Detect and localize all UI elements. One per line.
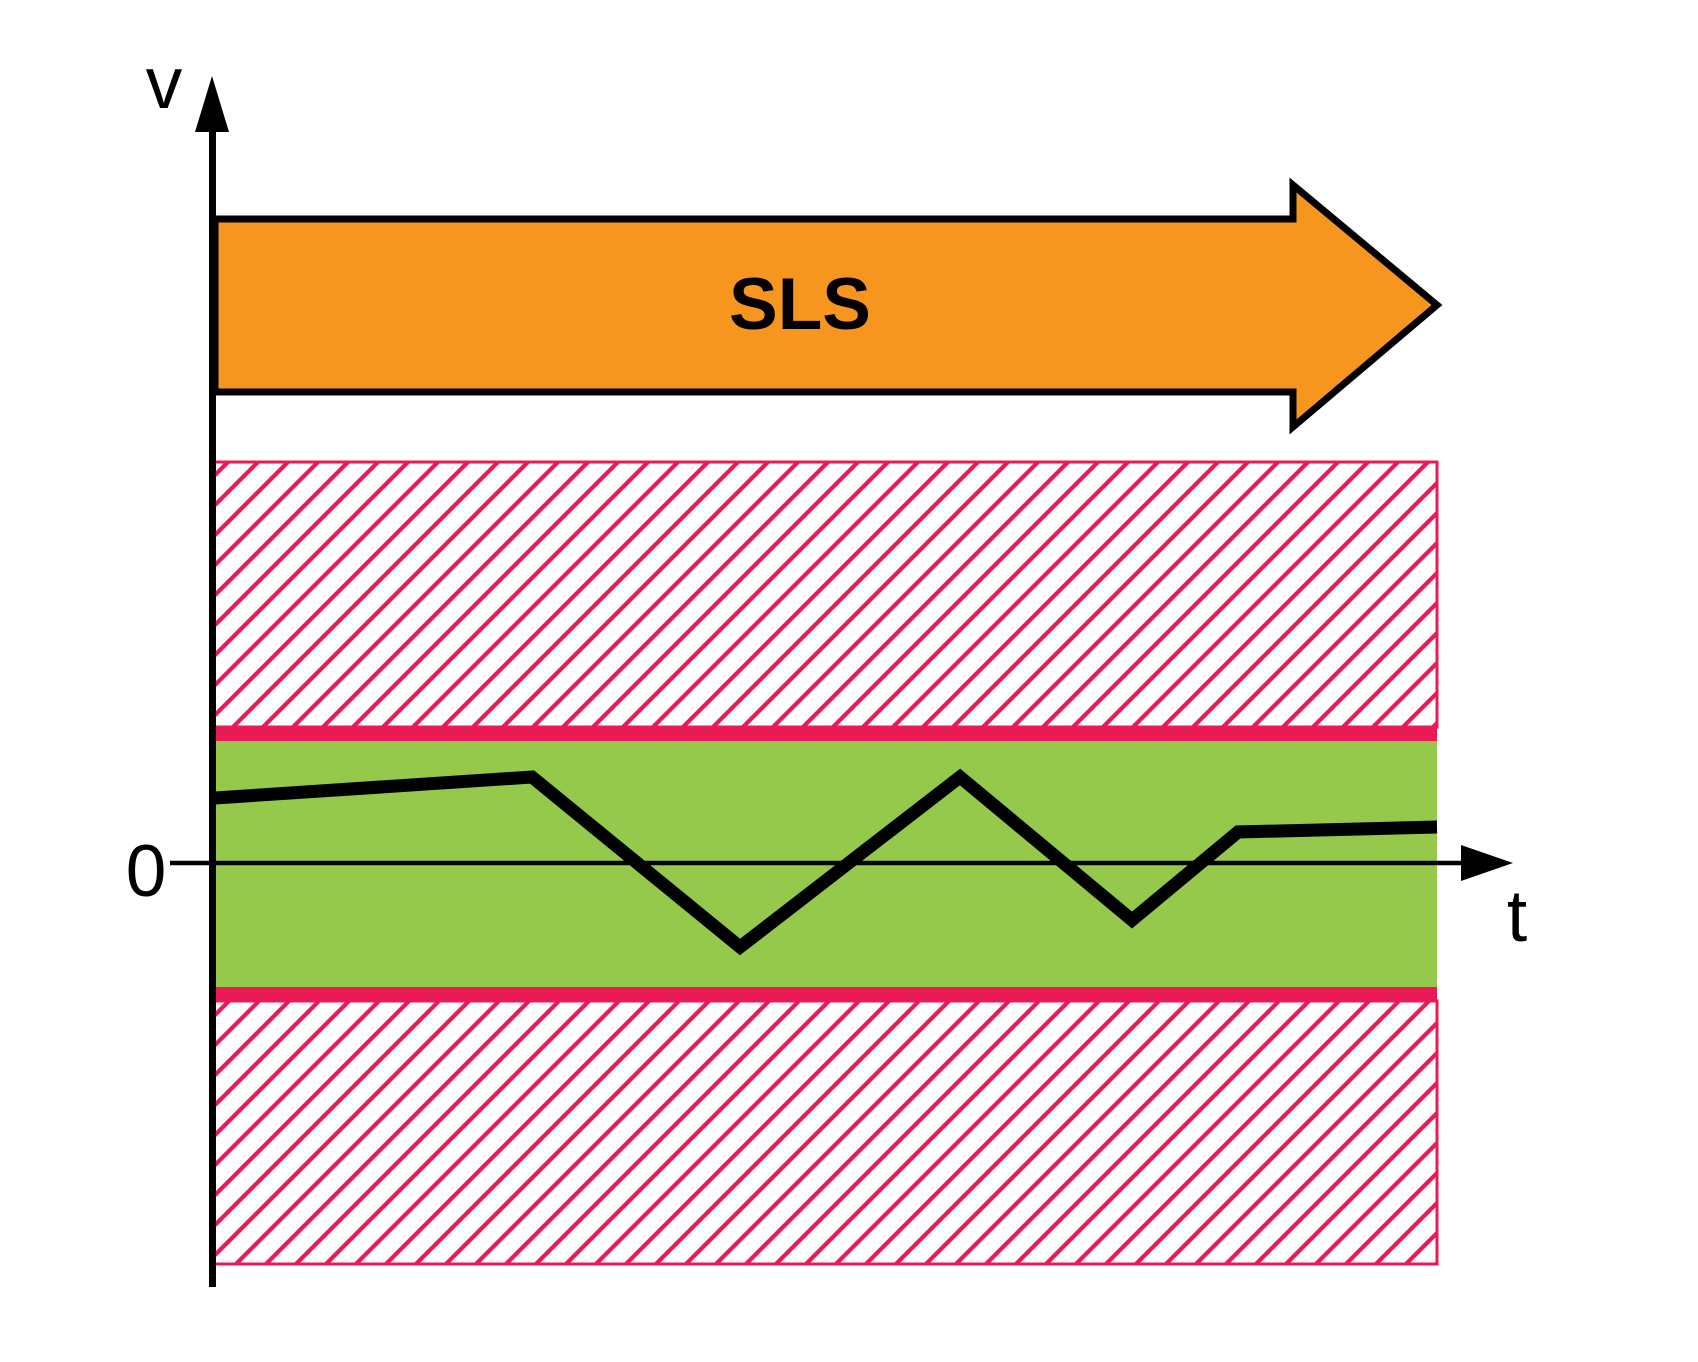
origin-label: 0: [126, 831, 167, 912]
v-axis-label: v: [146, 43, 183, 124]
velocity-signal: [214, 768, 1438, 956]
lower-forbidden-band: [211, 999, 1439, 1266]
upper-forbidden-band: [211, 460, 1439, 729]
lower-speed-limit-bar: [213, 987, 1437, 1001]
upper-speed-limit-bar: [213, 727, 1437, 741]
v-axis-arrowhead-icon: [195, 76, 229, 132]
t-axis-label: t: [1507, 876, 1527, 957]
sls-arrow-label: SLS: [729, 264, 871, 345]
sls-arrow-icon: [211, 177, 1443, 435]
t-axis-arrowhead-icon: [1461, 845, 1513, 881]
